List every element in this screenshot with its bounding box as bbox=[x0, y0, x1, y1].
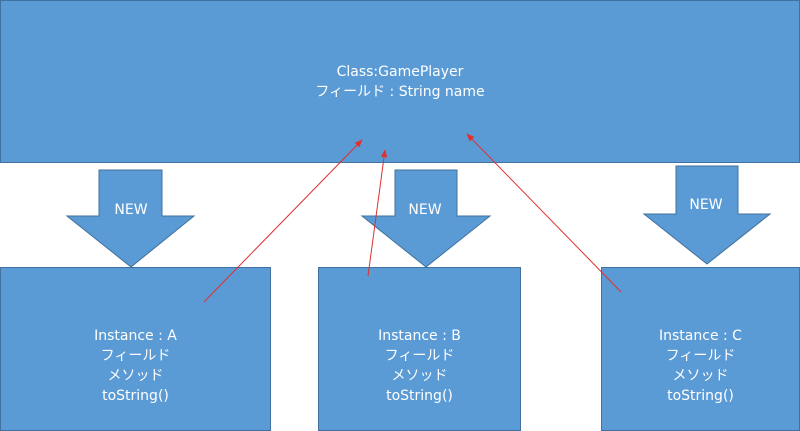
instance-method: メソッド bbox=[672, 368, 729, 384]
instance-box-c: Instance : C フィールド メソッド toString() bbox=[601, 267, 800, 431]
instance-field: フィールド bbox=[384, 348, 455, 364]
instance-tostring: toString() bbox=[386, 388, 453, 404]
class-box: Class:GamePlayer フィールド : String name bbox=[0, 0, 800, 163]
instance-title: Instance : C bbox=[659, 328, 742, 344]
instance-tostring: toString() bbox=[667, 388, 734, 404]
instance-method: メソッド bbox=[107, 368, 164, 384]
instance-box-a: Instance : A フィールド メソッド toString() bbox=[0, 267, 271, 431]
new-label: NEW bbox=[114, 202, 147, 218]
instance-tostring: toString() bbox=[102, 388, 169, 404]
new-label: NEW bbox=[408, 202, 441, 218]
instance-title: Instance : A bbox=[94, 328, 177, 344]
instance-field: フィールド bbox=[100, 348, 171, 364]
instance-title: Instance : B bbox=[378, 328, 461, 344]
class-field: フィールド : String name bbox=[315, 83, 485, 100]
reference-arrow-b bbox=[367, 149, 388, 277]
instance-box-b: Instance : B フィールド メソッド toString() bbox=[318, 267, 521, 431]
reference-arrow-a bbox=[203, 139, 363, 303]
class-name: Class:GamePlayer bbox=[336, 63, 464, 80]
instance-field: フィールド bbox=[665, 348, 736, 364]
new-arrow-b: NEW bbox=[360, 169, 492, 268]
new-arrow-a: NEW bbox=[65, 169, 196, 268]
new-arrow-c: NEW bbox=[642, 165, 772, 265]
new-label: NEW bbox=[689, 197, 722, 213]
reference-arrow-c bbox=[466, 133, 622, 293]
instance-method: メソッド bbox=[391, 368, 448, 384]
